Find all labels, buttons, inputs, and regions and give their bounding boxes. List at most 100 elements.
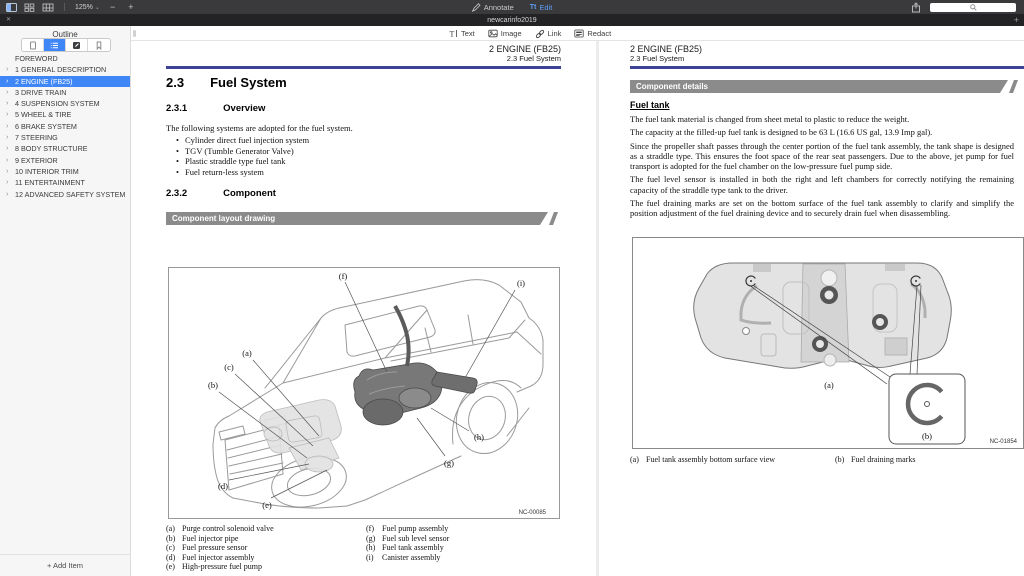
- outline-item-foreword[interactable]: FOREWORD: [15, 54, 58, 63]
- figure-label-b: (b): [208, 380, 218, 390]
- component-layout-figure: (a) (b) (c) (d) (e) (f) (g) (h) (i) NC-0…: [168, 267, 560, 519]
- page-divider: [596, 41, 599, 576]
- outline-item-steering[interactable]: 7 STEERING: [0, 132, 130, 143]
- outline-item-suspension[interactable]: 4 SUSPENSION SYSTEM: [0, 98, 130, 109]
- outline-list: FOREWORD 1 GENERAL DESCRIPTION 2 ENGINE …: [0, 53, 130, 200]
- legend-item: (f)Fuel pump assembly: [366, 524, 449, 533]
- bookmarks-segment[interactable]: [88, 39, 110, 51]
- chevron-right-icon: [6, 177, 8, 188]
- fuel-system-illustration: [353, 304, 478, 426]
- paragraph: Since the propeller shaft passes through…: [630, 140, 1014, 172]
- toolbar-divider: [64, 3, 65, 11]
- svg-text:T: T: [450, 30, 455, 39]
- chevron-down-icon: ⌄: [94, 4, 100, 11]
- fuel-tank-figure: (a) (b) NC-01854: [632, 237, 1024, 449]
- chevron-right-icon: [6, 98, 8, 109]
- sidebar-title: Outline: [52, 30, 78, 39]
- outline-item-engine[interactable]: 2 ENGINE (FB25): [0, 75, 130, 87]
- outline-sidebar: Outline FOREWORD 1 GENERAL DESCRIPTION 2…: [0, 26, 131, 576]
- figure-id: NC-00085: [519, 510, 547, 516]
- bullet-item: Plastic straddle type fuel tank: [168, 156, 309, 167]
- outline-item-general-description[interactable]: 1 GENERAL DESCRIPTION: [0, 64, 130, 75]
- chevron-right-icon: [6, 64, 8, 75]
- figure-legend: (a)Purge control solenoid valve (b)Fuel …: [166, 524, 566, 574]
- page-header-chapter: 2 ENGINE (FB25): [488, 44, 561, 54]
- component-layout-banner: Component layout drawing: [166, 212, 561, 225]
- legend-item: (g)Fuel sub level sensor: [366, 533, 450, 543]
- outline-item-wheel-tire[interactable]: 5 WHEEL & TIRE: [0, 109, 130, 120]
- edit-toolbar: T Text Image Link Redact: [131, 26, 1024, 41]
- edit-tab[interactable]: Tt Edit: [529, 2, 553, 12]
- fuel-tank-subheading: Fuel tank: [630, 100, 670, 110]
- outline-segment[interactable]: [44, 39, 66, 51]
- outline-item-brake-system[interactable]: 6 BRAKE SYSTEM: [0, 121, 130, 132]
- annotation-icon: [73, 41, 80, 49]
- outline-item-entertainment[interactable]: 11 ENTERTAINMENT: [0, 177, 130, 188]
- titlebar: 125% ⌄ − + Annotate Tt Edit: [0, 0, 1024, 14]
- figure-label-a: (a): [242, 348, 252, 358]
- link-tool-button[interactable]: Link: [535, 29, 561, 39]
- bullet-item: TGV (Tumble Generator Valve): [168, 146, 309, 157]
- draining-marks: [745, 275, 921, 287]
- bullet-item: Cylinder direct fuel injection system: [168, 135, 309, 146]
- paragraph: The capacity at the filled-up fuel tank …: [630, 127, 933, 138]
- share-icon[interactable]: [911, 1, 921, 13]
- page-header-chapter: 2 ENGINE (FB25): [630, 44, 703, 54]
- zoom-level-dropdown[interactable]: 125% ⌄: [75, 3, 100, 11]
- outline-item-advanced-safety[interactable]: 12 ADVANCED SAFETY SYSTEM: [0, 189, 130, 200]
- add-item-button[interactable]: + Add Item: [0, 554, 130, 576]
- zoom-in-button[interactable]: +: [128, 2, 134, 12]
- page-header-section: 2.3 Fuel System: [630, 54, 685, 63]
- text-tool-icon: T: [450, 30, 457, 39]
- annotate-tab[interactable]: Annotate: [471, 3, 514, 12]
- outline-item-exterior[interactable]: 9 EXTERIOR: [0, 155, 130, 166]
- image-tool-button[interactable]: Image: [488, 29, 522, 38]
- header-rule: [630, 66, 1024, 69]
- thumbnails-segment[interactable]: [22, 39, 44, 51]
- chevron-right-icon: [6, 76, 8, 87]
- search-box[interactable]: [930, 2, 1016, 12]
- image-tool-icon: [488, 29, 498, 38]
- annotations-segment[interactable]: [66, 39, 88, 51]
- right-page: 2 ENGINE (FB25) 2.3 Fuel System Componen…: [599, 41, 1024, 576]
- add-tab-icon[interactable]: +: [1013, 15, 1019, 25]
- outline-item-body-structure[interactable]: 8 BODY STRUCTURE: [0, 143, 130, 154]
- legend-item: (h)Fuel tank assembly: [366, 543, 444, 553]
- page-view-icon[interactable]: [42, 2, 54, 13]
- figure-label-h: (h): [474, 432, 484, 442]
- legend-item: (d)Fuel injector assembly: [166, 552, 255, 562]
- outline-item-interior-trim[interactable]: 10 INTERIOR TRIM: [0, 166, 130, 177]
- zoom-out-button[interactable]: −: [109, 2, 116, 12]
- chevron-right-icon: [6, 87, 8, 98]
- redact-tool-button[interactable]: Redact: [574, 29, 611, 38]
- figure-label-c: (c): [224, 362, 234, 372]
- paragraph: The fuel level sensor is installed in bo…: [630, 174, 1014, 195]
- chevron-right-icon: [6, 155, 8, 166]
- leader-lines: [748, 284, 922, 385]
- close-tab-icon[interactable]: ✕: [6, 17, 12, 23]
- chevron-right-icon: [6, 121, 8, 132]
- outline-item-drive-train[interactable]: 3 DRIVE TRAIN: [0, 87, 130, 98]
- legend-item: (e)High-pressure fuel pump: [166, 562, 262, 572]
- figure-label-g: (g): [444, 458, 454, 468]
- paragraph: The fuel draining marks are set on the b…: [630, 198, 1014, 219]
- engine-illustration: [259, 399, 342, 473]
- sidebar-toggle-icon[interactable]: [6, 2, 17, 13]
- page-header-section: 2.3 Fuel System: [506, 54, 561, 63]
- legend-item: (b)Fuel injector pipe: [166, 533, 239, 543]
- grid-view-icon[interactable]: [24, 2, 35, 13]
- legend-item: (a)Purge control solenoid valve: [166, 524, 274, 533]
- document-tab[interactable]: newcarinfo2019: [487, 16, 537, 24]
- tab-bar: ✕ newcarinfo2019 +: [0, 14, 1024, 26]
- toolbar-drag-handle[interactable]: [133, 30, 136, 37]
- zoom-callout-box: [888, 373, 966, 445]
- chevron-right-icon: [6, 189, 8, 200]
- text-tool-button[interactable]: T Text: [449, 29, 475, 38]
- outline-list-icon: [50, 42, 58, 48]
- chevron-right-icon: [6, 166, 8, 177]
